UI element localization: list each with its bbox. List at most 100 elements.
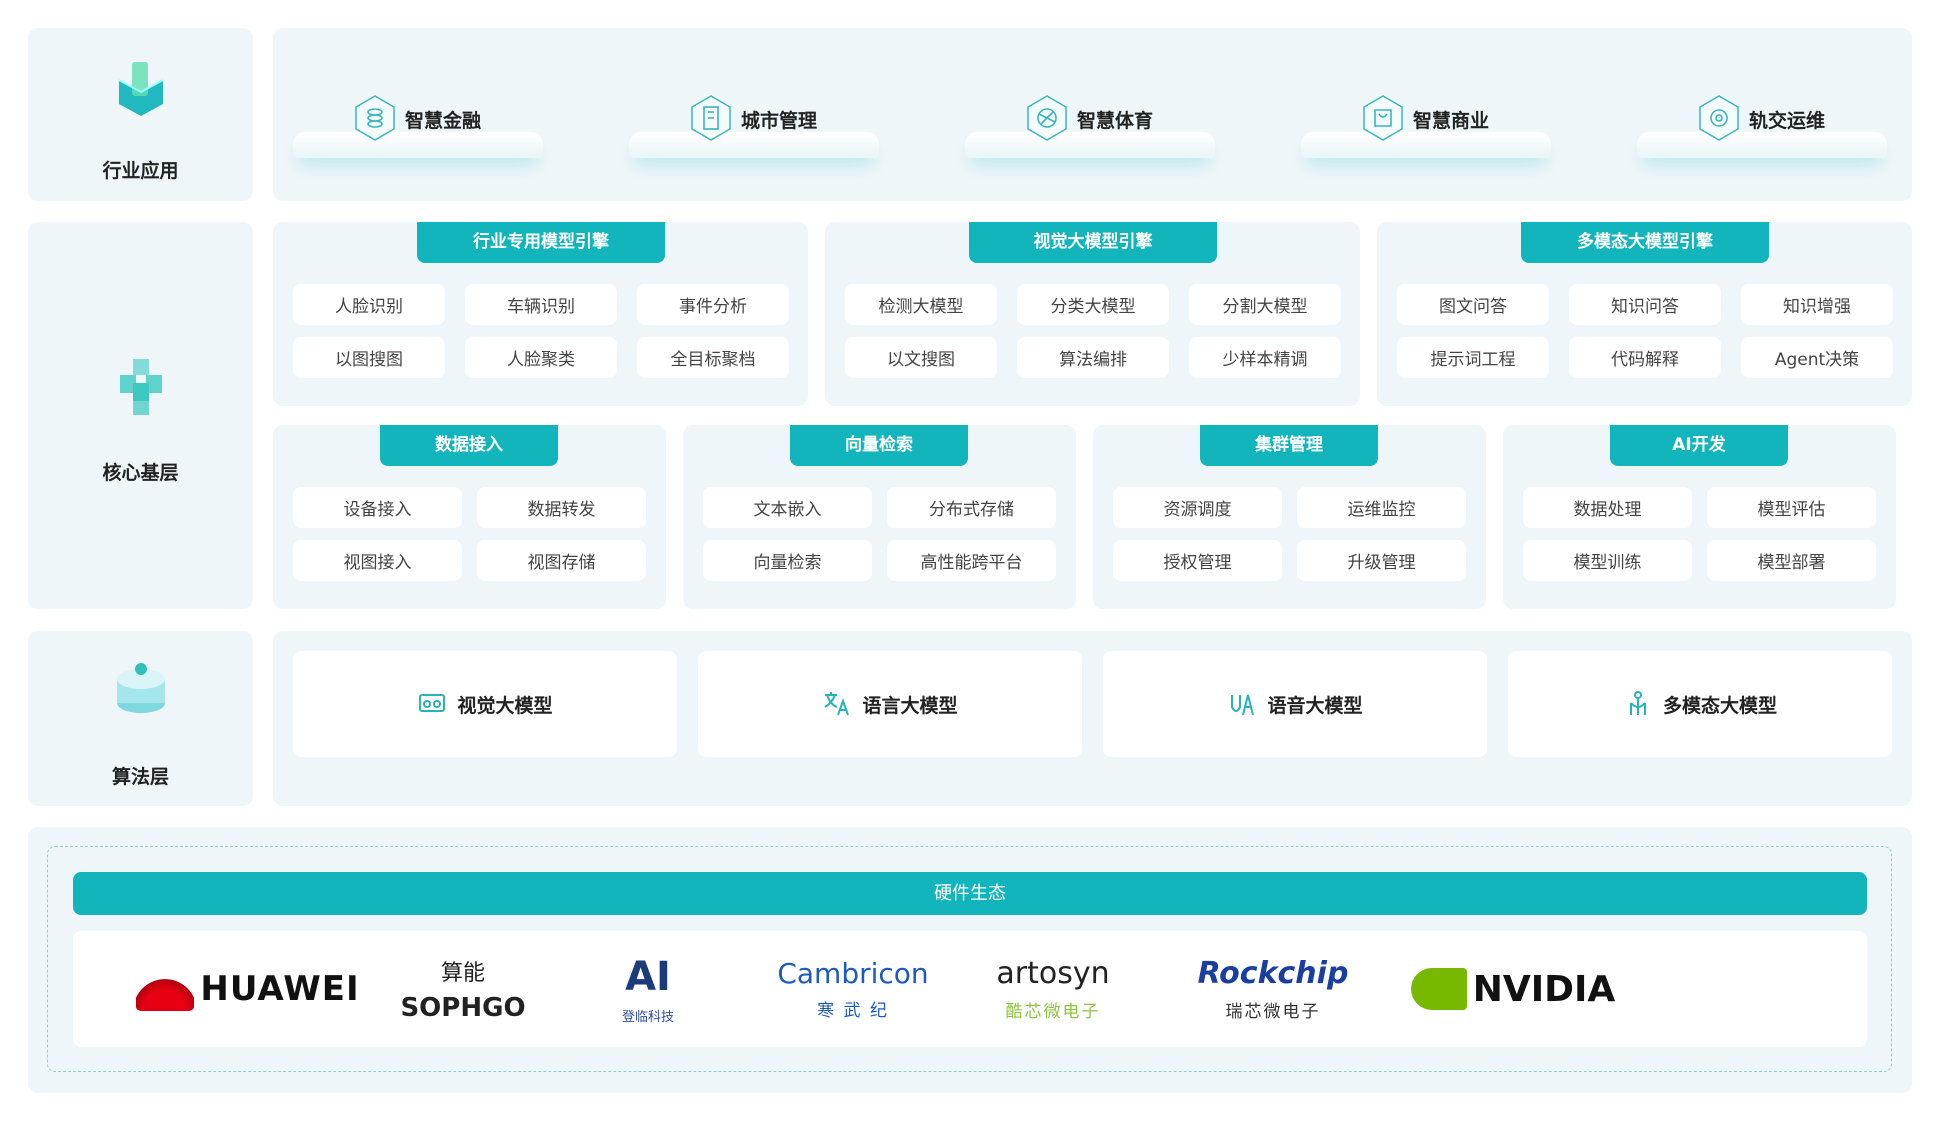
platform-item[interactable]: 运维监控: [1297, 487, 1466, 528]
platform-item[interactable]: 视图接入: [293, 540, 462, 581]
platform-item[interactable]: 设备接入: [293, 487, 462, 528]
platform-panel-2: 向量检索文本嵌入分布式存储向量检索高性能跨平台: [683, 425, 1076, 609]
gear-icon: [1699, 95, 1739, 141]
engine-item[interactable]: 图文问答: [1397, 284, 1549, 325]
platform-item[interactable]: 模型训练: [1523, 540, 1692, 581]
nvidia-eye-icon: [1410, 968, 1467, 1010]
industry-app-3[interactable]: 智慧体育: [965, 78, 1215, 168]
engine-title: 行业专用模型引擎: [417, 222, 665, 263]
app-label: 智慧金融: [405, 110, 482, 132]
engine-item[interactable]: 检测大模型: [845, 284, 997, 325]
cubes-icon: [119, 359, 162, 415]
app-label: 智慧商业: [1413, 110, 1490, 132]
engine-item[interactable]: 人脸聚类: [465, 337, 617, 378]
coins-icon: [355, 95, 395, 141]
ball-icon: [1027, 95, 1067, 141]
logo-text: Rockchip: [1197, 956, 1349, 991]
platform-item[interactable]: 向量检索: [703, 540, 872, 581]
platform-item[interactable]: 模型部署: [1707, 540, 1876, 581]
industry-app-2[interactable]: 城市管理: [629, 78, 879, 168]
logo-sub: 酷芯微电子: [1005, 1002, 1101, 1022]
logo-huawei: HUAWEI: [133, 931, 363, 1047]
platform-title: 数据接入: [380, 425, 558, 466]
model-label: 语音大模型: [1267, 694, 1363, 717]
engine-title: 视觉大模型引擎: [969, 222, 1217, 263]
engine-item[interactable]: 事件分析: [637, 284, 789, 325]
algorithm-layer-label-panel: 算法层: [28, 631, 253, 806]
engine-item[interactable]: 人脸识别: [293, 284, 445, 325]
platform-item[interactable]: 分布式存储: [887, 487, 1056, 528]
algorithm-layer-title: 算法层: [111, 766, 169, 788]
platform-panel-3: 集群管理资源调度运维监控授权管理升级管理: [1093, 425, 1486, 609]
platform-item[interactable]: 高性能跨平台: [887, 540, 1056, 581]
industry-layer-title: 行业应用: [102, 160, 179, 182]
industry-app-1[interactable]: 智慧金融: [293, 78, 543, 168]
app-plate: [1637, 132, 1887, 158]
logo-artosyn: artosyn 酷芯微电子: [973, 931, 1133, 1047]
model-card-2[interactable]: 语言大模型: [698, 651, 1082, 757]
platform-item[interactable]: 数据转发: [477, 487, 646, 528]
logo-rockchip: Rockchip 瑞芯微电子: [1183, 931, 1363, 1047]
platform-item[interactable]: 文本嵌入: [703, 487, 872, 528]
logo-text: Cambricon: [777, 957, 929, 990]
platform-title: AI开发: [1610, 425, 1788, 466]
logo-sub: 算能: [440, 961, 485, 986]
model-card-1[interactable]: 视觉大模型: [293, 651, 677, 757]
engine-title: 多模态大模型引擎: [1521, 222, 1769, 263]
engine-item[interactable]: 车辆识别: [465, 284, 617, 325]
engine-item[interactable]: 代码解释: [1569, 337, 1721, 378]
engine-item[interactable]: 全目标聚档: [637, 337, 789, 378]
platform-title: 向量检索: [790, 425, 968, 466]
engine-item[interactable]: 以图搜图: [293, 337, 445, 378]
engine-item[interactable]: 知识增强: [1741, 284, 1893, 325]
engine-item[interactable]: 少样本精调: [1189, 337, 1341, 378]
industry-layer-label-panel: 行业应用: [28, 28, 253, 201]
engine-item[interactable]: 知识问答: [1569, 284, 1721, 325]
model-card-4[interactable]: 多模态大模型: [1508, 651, 1892, 757]
platform-title: 集群管理: [1200, 425, 1378, 466]
platform-item[interactable]: 资源调度: [1113, 487, 1282, 528]
logo-nvidia: NVIDIA: [1393, 931, 1633, 1047]
platform-panel-1: 数据接入设备接入数据转发视图接入视图存储: [273, 425, 666, 609]
engine-item[interactable]: 算法编排: [1017, 337, 1169, 378]
engine-panel-2: 视觉大模型引擎检测大模型分类大模型分割大模型以文搜图算法编排少样本精调: [825, 222, 1360, 406]
logo-text: HUAWEI: [200, 969, 360, 1009]
model-label: 语言大模型: [862, 694, 958, 717]
industry-app-4[interactable]: 智慧商业: [1301, 78, 1551, 168]
algorithm-models-panel: 视觉大模型 语言大模型 语音大模型 多模态大模型: [273, 631, 1912, 806]
huawei-petals-icon: [136, 967, 195, 1011]
logo-text: artosyn: [996, 956, 1110, 991]
model-label: 多模态大模型: [1662, 694, 1777, 717]
engine-panel-1: 行业专用模型引擎人脸识别车辆识别事件分析以图搜图人脸聚类全目标聚档: [273, 222, 808, 406]
model-label: 视觉大模型: [457, 694, 553, 717]
engine-panel-3: 多模态大模型引擎图文问答知识问答知识增强提示词工程代码解释 Agent决策: [1377, 222, 1912, 406]
hardware-dashed-frame: [47, 846, 1892, 1072]
logo-sub: 瑞芯微电子: [1225, 1002, 1321, 1022]
engine-item[interactable]: 分割大模型: [1189, 284, 1341, 325]
person-icon: [1629, 691, 1646, 715]
logo-text: NVIDIA: [1472, 968, 1616, 1010]
platform-item[interactable]: 授权管理: [1113, 540, 1282, 581]
model-card-3[interactable]: 语音大模型: [1103, 651, 1487, 757]
engine-item[interactable]: Agent决策: [1741, 337, 1893, 378]
platform-item[interactable]: 升级管理: [1297, 540, 1466, 581]
voice-icon: [1231, 694, 1255, 716]
engine-item[interactable]: 提示词工程: [1397, 337, 1549, 378]
shopping-bag-icon: [1363, 95, 1403, 141]
platform-item[interactable]: 模型评估: [1707, 487, 1876, 528]
engine-item[interactable]: 分类大模型: [1017, 284, 1169, 325]
building-icon: [691, 95, 731, 141]
vr-glasses-icon: [419, 694, 446, 712]
platform-item[interactable]: 视图存储: [477, 540, 646, 581]
platform-item[interactable]: 数据处理: [1523, 487, 1692, 528]
hardware-title-bar: 硬件生态: [73, 872, 1867, 915]
logo-sub: 登临科技: [621, 1009, 674, 1025]
core-layer-title: 核心基层: [102, 462, 179, 484]
engine-item[interactable]: 以文搜图: [845, 337, 997, 378]
industry-app-5[interactable]: 轨交运维: [1637, 78, 1887, 168]
core-layer-label-panel: 核心基层: [28, 222, 253, 609]
